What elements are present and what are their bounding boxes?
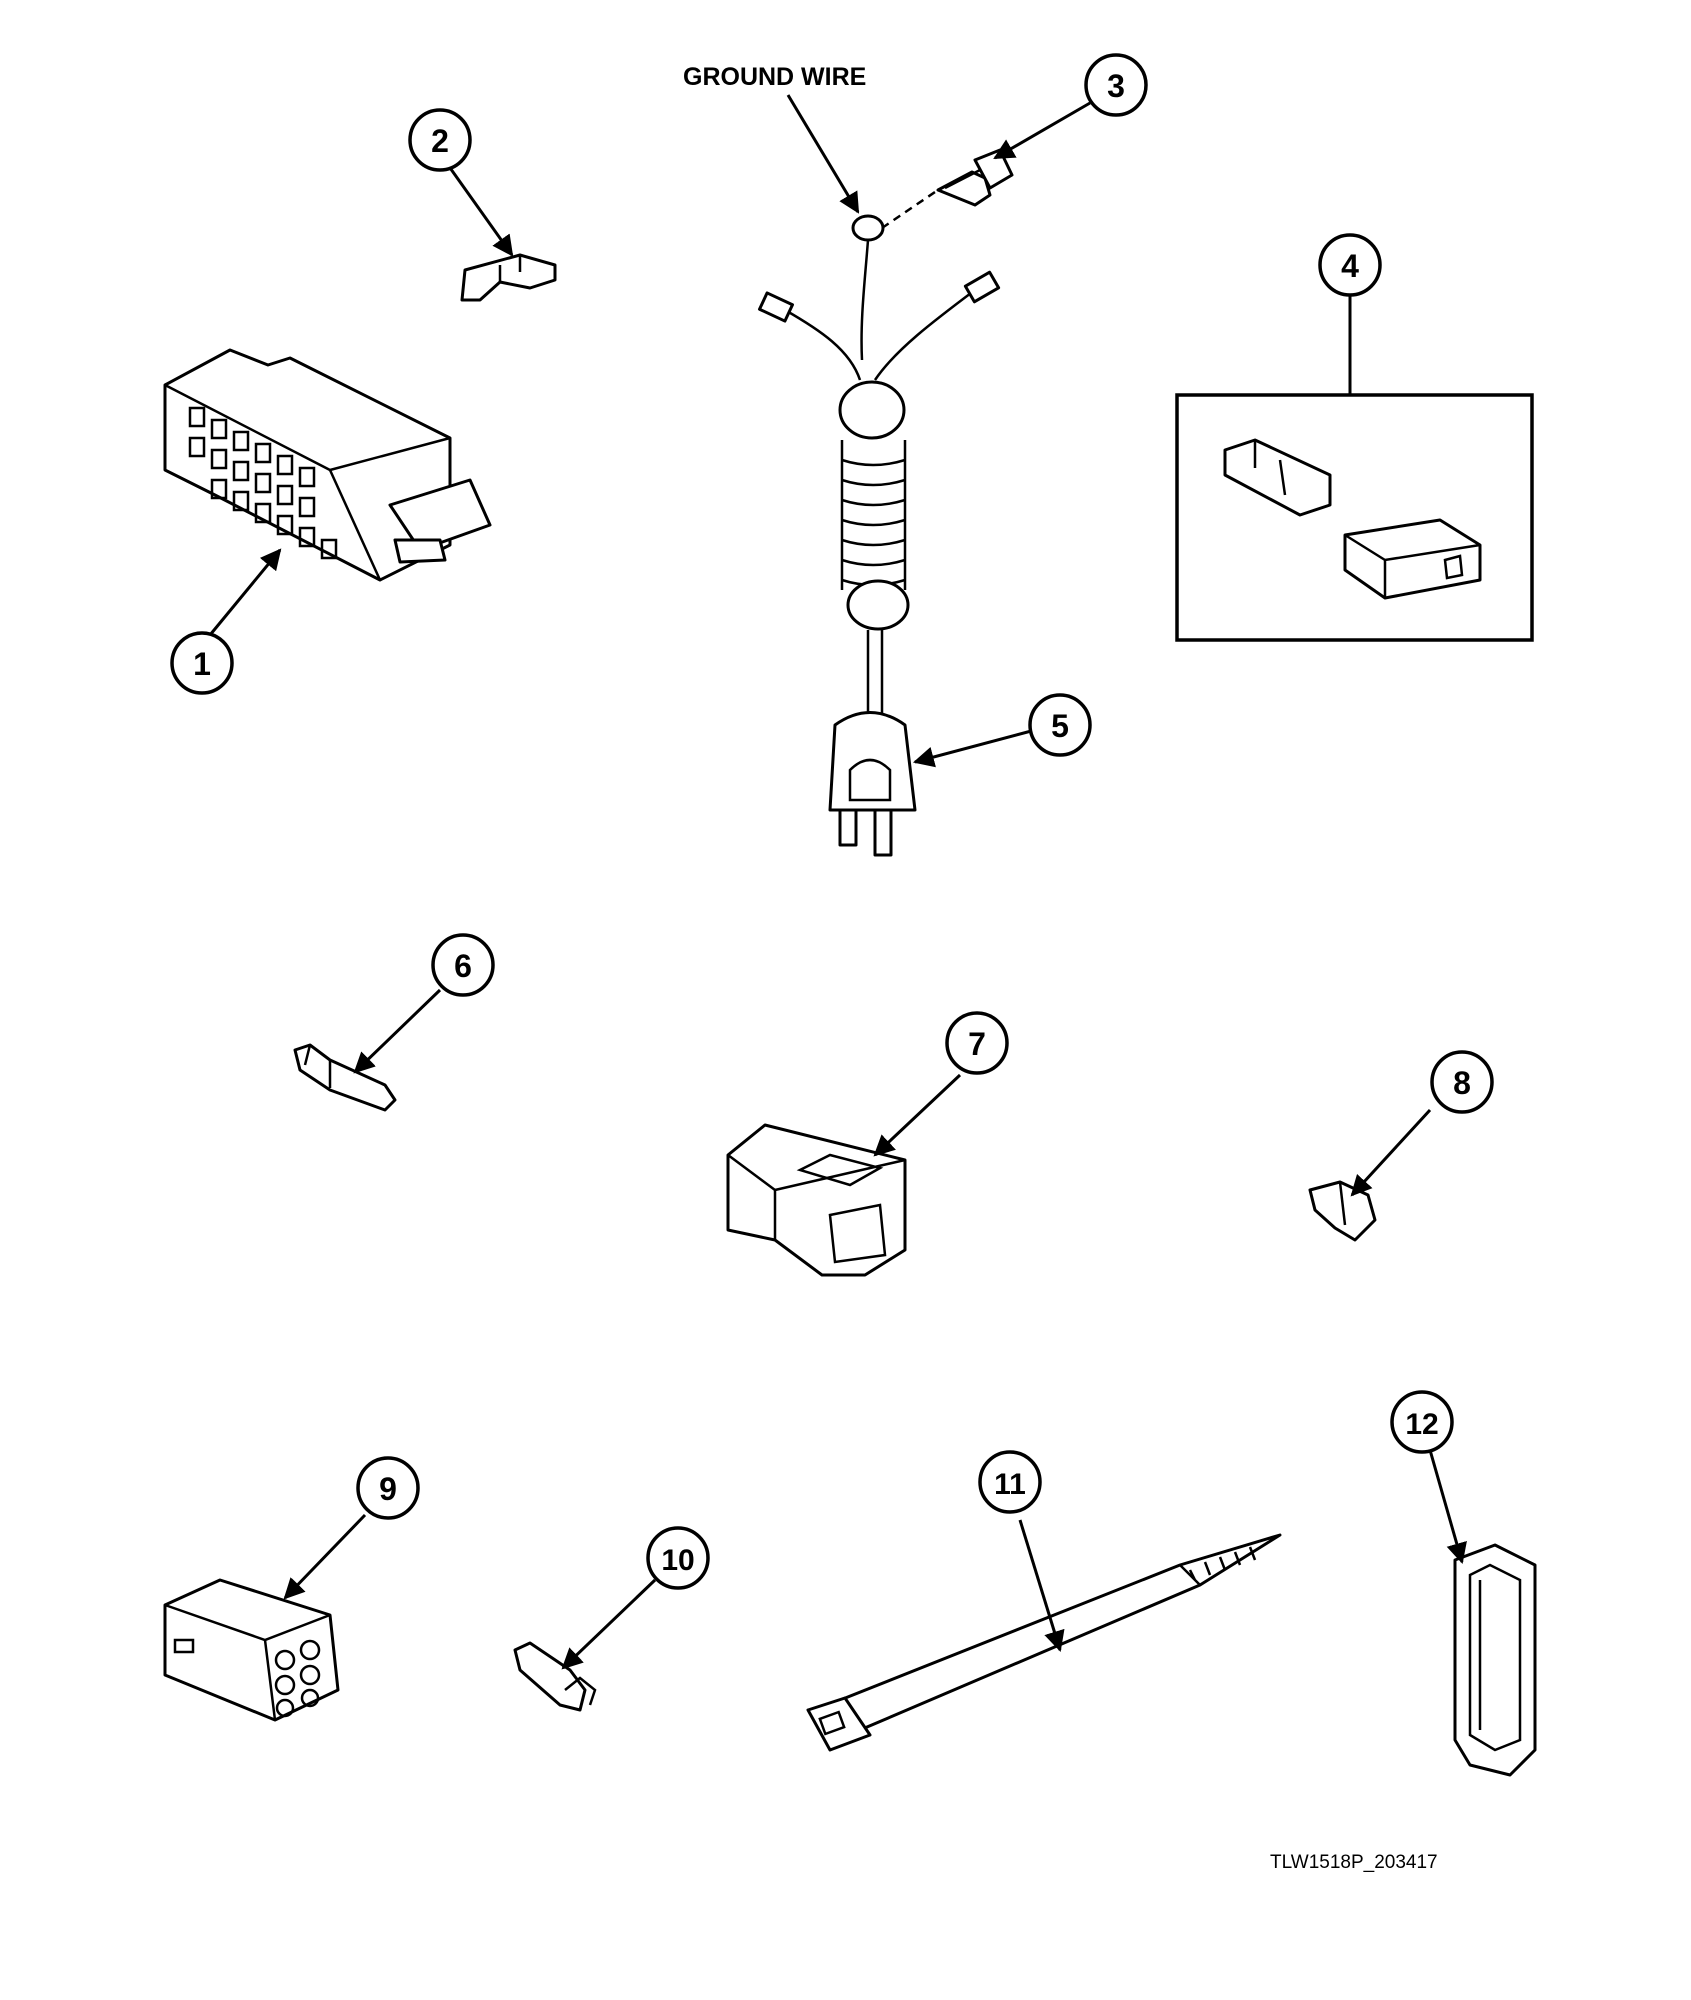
svg-text:12: 12	[1405, 1408, 1438, 1441]
callout-8: 8	[1430, 1050, 1494, 1114]
svg-text:1: 1	[193, 646, 211, 682]
callout-3: 3	[1084, 53, 1148, 117]
callout-1: 1	[170, 631, 234, 695]
part-9-six-pin-housing	[163, 1578, 340, 1722]
part-12-edge-clip	[1453, 1543, 1537, 1777]
drawing-id: TLW1518P_203417	[1270, 1852, 1438, 1873]
svg-text:7: 7	[968, 1026, 986, 1062]
part-2-clip	[460, 253, 557, 302]
callout-10: 10	[646, 1526, 710, 1590]
callout-2: 2	[408, 108, 472, 172]
callout-12: 12	[1390, 1390, 1454, 1454]
ground-screw-dashed-line	[881, 190, 936, 230]
callout-9: 9	[356, 1456, 420, 1520]
leader-lines	[208, 94, 1467, 1670]
part-4-terminal-kit	[1175, 393, 1534, 642]
callout-5: 5	[1028, 693, 1092, 757]
svg-text:3: 3	[1107, 68, 1125, 104]
svg-text:6: 6	[454, 948, 472, 984]
svg-text:11: 11	[994, 1468, 1026, 1501]
svg-text:5: 5	[1051, 708, 1069, 744]
part-7-connector-housing	[726, 1123, 907, 1277]
part-10-pin-terminal	[513, 1641, 597, 1712]
callout-11: 11	[978, 1450, 1042, 1514]
part-11-cable-tie	[806, 1533, 1282, 1752]
part-1-connector-block	[163, 348, 492, 582]
callout-6: 6	[431, 933, 495, 997]
svg-text:2: 2	[431, 123, 449, 159]
svg-text:4: 4	[1341, 248, 1359, 284]
part-5-power-cord	[758, 214, 1001, 857]
svg-text:10: 10	[661, 1544, 694, 1577]
part-8-clip	[1308, 1180, 1377, 1242]
part-6-terminal	[293, 1043, 397, 1112]
svg-text:8: 8	[1453, 1065, 1471, 1101]
callout-7: 7	[945, 1011, 1009, 1075]
callout-4: 4	[1318, 233, 1382, 297]
svg-text:9: 9	[379, 1471, 397, 1507]
part-3-screw	[936, 148, 1014, 207]
ground-wire-label: GROUND WIRE	[683, 63, 866, 91]
